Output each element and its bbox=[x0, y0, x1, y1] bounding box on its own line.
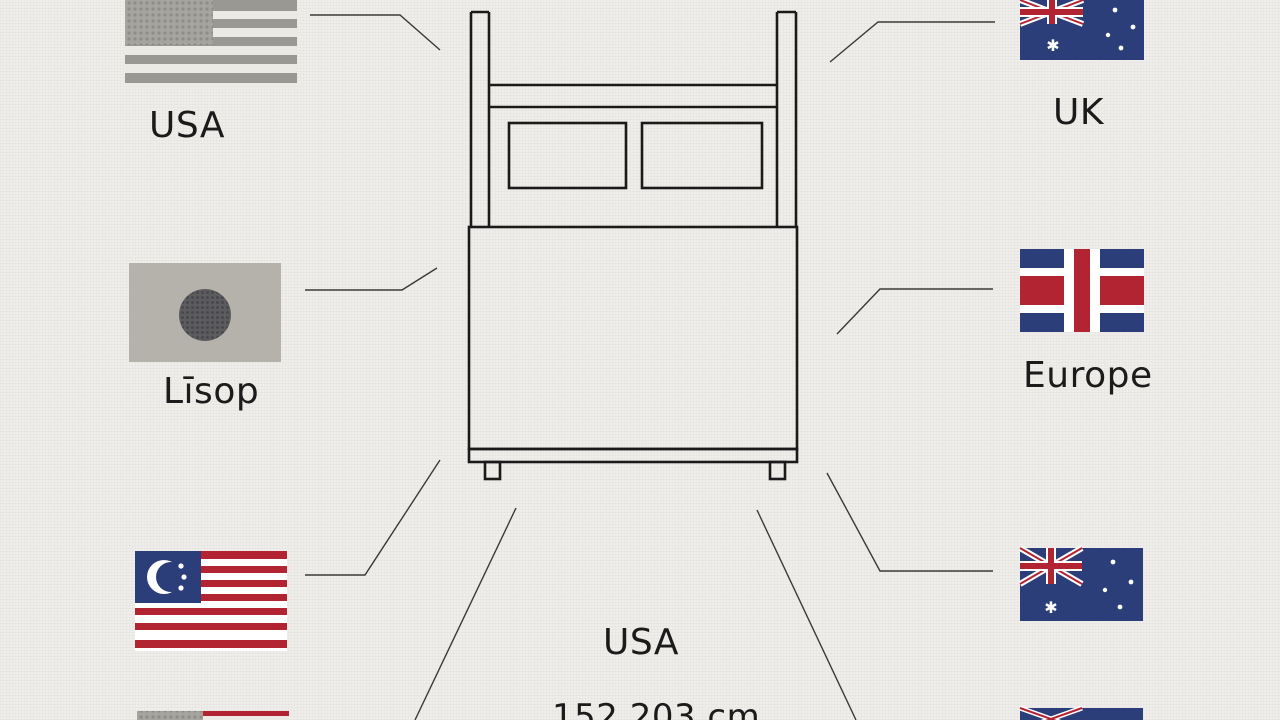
australia-icon bbox=[1019, 705, 1143, 720]
label-europe: Europe bbox=[1023, 355, 1153, 396]
usa-gray-icon bbox=[125, 0, 297, 85]
australia-icon: ✱ bbox=[1018, 545, 1143, 621]
label-uk: UK bbox=[1053, 92, 1104, 133]
connector-europe bbox=[836, 288, 993, 335]
label-japan: Līsop bbox=[163, 371, 260, 412]
union-cross-icon bbox=[1020, 249, 1144, 332]
pillow-left bbox=[507, 121, 628, 190]
usa-gray-icon bbox=[137, 711, 289, 720]
connector-uk bbox=[829, 21, 995, 63]
connector-japan bbox=[305, 267, 438, 291]
connector-lines bbox=[305, 14, 995, 720]
svg-text:✱: ✱ bbox=[1046, 36, 1059, 55]
connector-bottom-left bbox=[414, 507, 517, 720]
bed-drawing bbox=[467, 10, 799, 481]
australia-icon: ✱ bbox=[1018, 0, 1144, 60]
connector-bottom-right bbox=[756, 509, 857, 720]
bed-dimension-label: 152 203 cm bbox=[552, 697, 761, 720]
bed-leg-left bbox=[483, 460, 502, 481]
malaysia-icon bbox=[135, 551, 287, 651]
mattress bbox=[467, 225, 799, 451]
connector-australia-lower bbox=[826, 472, 993, 572]
center-region-label: USA bbox=[603, 622, 679, 663]
japan-gray-icon bbox=[129, 263, 281, 362]
label-usa: USA bbox=[149, 105, 225, 146]
connector-usa bbox=[310, 14, 441, 51]
svg-text:✱: ✱ bbox=[1044, 598, 1057, 617]
connector-malaysia bbox=[305, 459, 441, 576]
pillow-right bbox=[640, 121, 764, 190]
bed-base bbox=[467, 447, 799, 464]
bed-leg-right bbox=[768, 460, 787, 481]
